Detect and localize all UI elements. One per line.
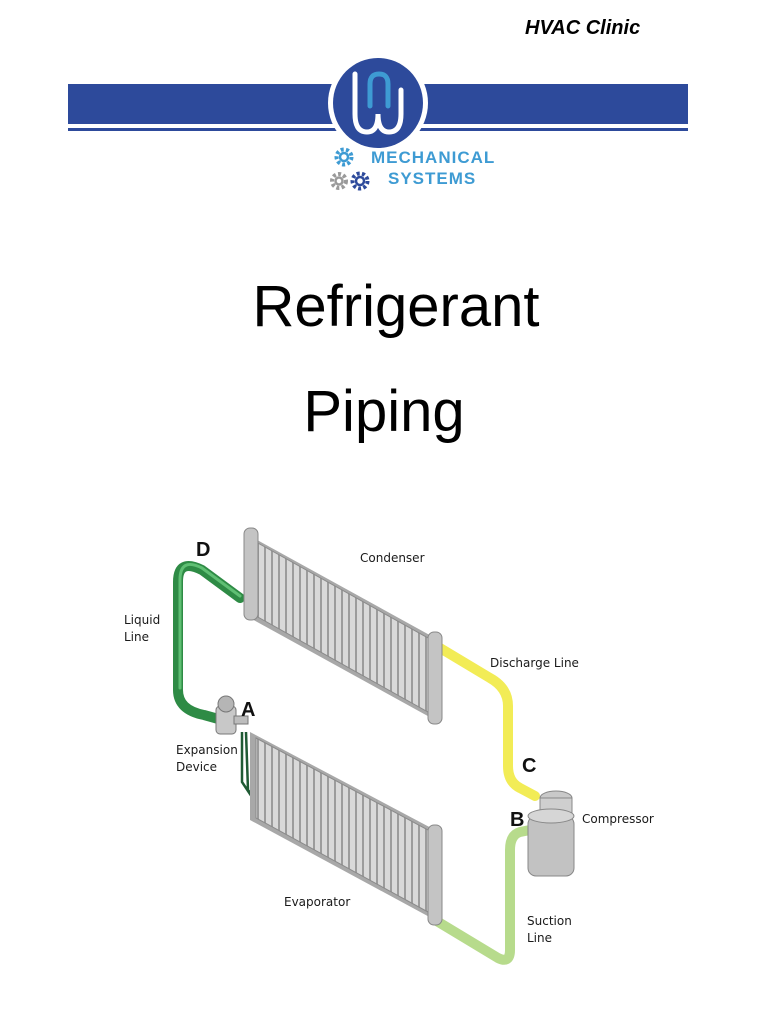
logo-text-mechanical: MECHANICAL	[371, 148, 495, 167]
gear-icon-navy	[350, 171, 370, 191]
discharge-line-pipe	[430, 640, 540, 801]
compressor-label: Compressor	[582, 812, 654, 826]
suction-line-pipe	[430, 825, 535, 965]
document-title-line1: Refrigerant	[252, 274, 540, 339]
logo-monogram-n	[367, 71, 391, 109]
discharge-line-label: Discharge Line	[490, 656, 579, 670]
liquid-line-pipe-highlight	[178, 563, 242, 690]
evaporator-coil	[250, 732, 443, 926]
compressor-body	[527, 790, 575, 877]
logo-circle	[333, 58, 423, 148]
condenser-header-left	[243, 527, 259, 621]
evaporator-label: Evaporator	[284, 895, 350, 909]
marker-b: B	[510, 809, 524, 831]
expansion-valve-body	[215, 695, 249, 735]
condenser-label: Condenser	[360, 551, 425, 565]
refrigerant-cycle-diagram: Condenser Discharge Line Compressor Evap…	[124, 527, 654, 965]
header-label: HVAC Clinic	[525, 17, 641, 39]
document-title-line2: Piping	[303, 379, 465, 444]
condenser-header-right	[427, 631, 443, 725]
company-logo-banner: MECHANICAL SYSTEMS	[68, 56, 688, 191]
condenser-coil	[243, 527, 443, 725]
marker-a: A	[241, 699, 255, 721]
gear-icon-gray	[330, 172, 348, 190]
liquid-line-pipe	[173, 561, 245, 725]
gear-icon	[334, 147, 354, 167]
logo-text-systems: SYSTEMS	[388, 169, 476, 188]
marker-d: D	[196, 539, 210, 561]
evaporator-header-right	[427, 824, 443, 926]
logo-monogram	[352, 71, 404, 135]
marker-c: C	[522, 755, 536, 777]
